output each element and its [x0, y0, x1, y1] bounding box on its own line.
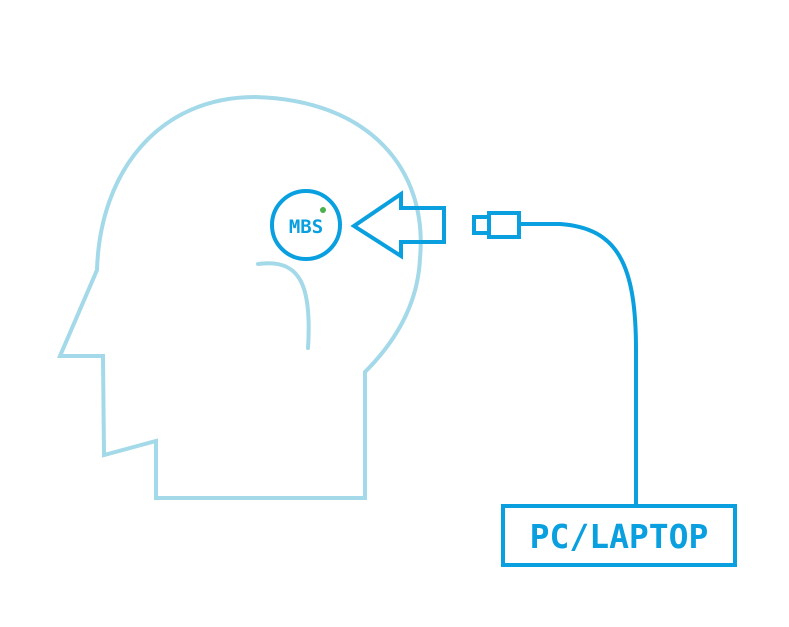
- head-profile-icon: [56, 94, 423, 500]
- pc-laptop-label: PC/LAPTOP: [530, 517, 709, 556]
- pc-laptop-box: PC/LAPTOP: [501, 504, 737, 567]
- usb-connector-body: [487, 211, 521, 239]
- left-arrow-icon: [350, 190, 446, 260]
- usb-connector-tip: [472, 215, 491, 235]
- usb-plug-icon: [472, 211, 521, 239]
- usb-cable: [517, 222, 638, 508]
- head-outline: [56, 94, 423, 500]
- mbs-device: MBS: [270, 189, 342, 261]
- mbs-label: MBS: [289, 216, 323, 238]
- pc-laptop-frame: [501, 504, 737, 567]
- ear-outline: [256, 261, 311, 350]
- mbs-indicator-dot: [320, 207, 326, 213]
- mbs-circle: [270, 189, 342, 261]
